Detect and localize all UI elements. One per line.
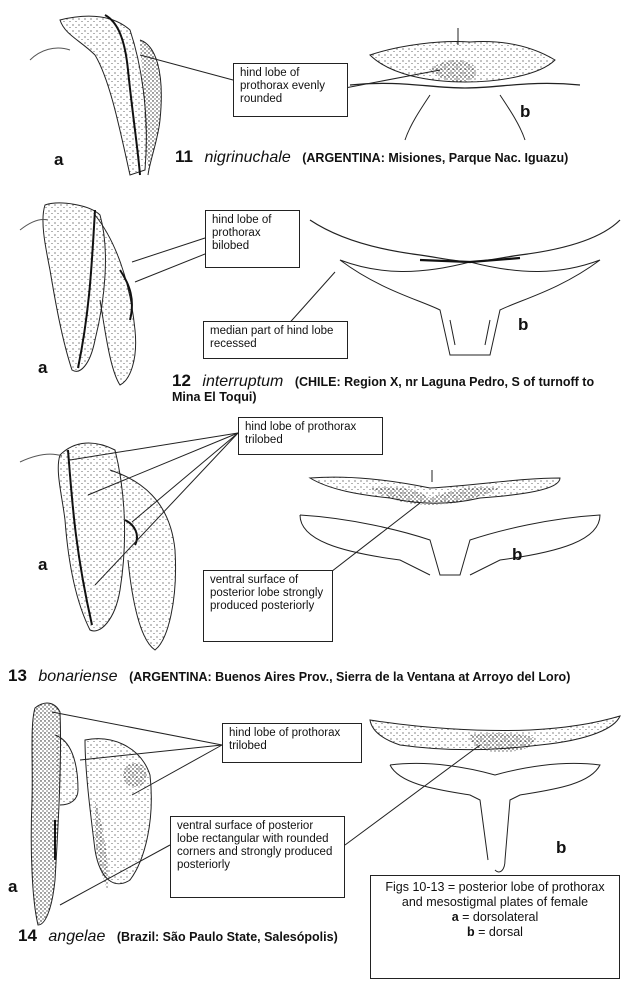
fig11-locality: (ARGENTINA: Misiones, Parque Nac. Iguazu…: [302, 151, 568, 165]
fig12-dorsal-drawing: [310, 220, 620, 355]
fig14-locality: (Brazil: São Paulo State, Salesópolis): [117, 930, 338, 944]
fig13-number: 13: [8, 666, 27, 685]
fig13-view-a-label: a: [38, 555, 47, 575]
fig14-caption: 14 angelae (Brazil: São Paulo State, Sal…: [18, 928, 338, 945]
fig13-dorsal-drawing: [300, 470, 600, 575]
fig11-callout-hind-lobe: hind lobe of prothorax evenly rounded: [233, 63, 348, 117]
fig14-dorsolateral-drawing: [31, 703, 151, 925]
legend-key-b: b = dorsal: [375, 925, 615, 940]
fig12-species-name: interruptum: [202, 373, 283, 390]
fig14-callout-ventral-surface: ventral surface of posterior lobe rectan…: [170, 816, 345, 898]
fig11-view-b-label: b: [520, 102, 530, 122]
fig12-view-a-label: a: [38, 358, 47, 378]
fig12-view-b-label: b: [518, 315, 528, 335]
fig11-dorsolateral-drawing: [30, 15, 161, 175]
fig12-callout-median-part: median part of hind lobe recessed: [203, 321, 348, 359]
legend-key-a: a = dorsolateral: [375, 910, 615, 925]
fig11-caption: 11 nigrinuchale (ARGENTINA: Misiones, Pa…: [175, 149, 595, 166]
fig14-view-a-label: a: [8, 877, 17, 897]
legend-description: Figs 10-13 = posterior lobe of prothorax…: [375, 880, 615, 910]
fig13-view-b-label: b: [512, 545, 522, 565]
fig11-view-a-label: a: [54, 150, 63, 170]
fig12-number: 12: [172, 371, 191, 390]
fig11-dorsal-drawing: [350, 28, 580, 140]
fig11-species-name: nigrinuchale: [204, 149, 290, 166]
figure-legend-box: Figs 10-13 = posterior lobe of prothorax…: [370, 875, 620, 979]
fig14-callout-hind-lobe: hind lobe of prothorax trilobed: [222, 723, 362, 763]
fig13-callout-hind-lobe: hind lobe of prothorax trilobed: [238, 417, 383, 455]
fig14-view-b-label: b: [556, 838, 566, 858]
fig14-number: 14: [18, 926, 37, 945]
fig13-dorsolateral-drawing: [20, 443, 176, 650]
fig13-locality: (ARGENTINA: Buenos Aires Prov., Sierra d…: [129, 670, 570, 684]
fig11-number: 11: [175, 147, 193, 166]
fig14-dorsal-drawing: [370, 716, 620, 872]
fig13-caption: 13 bonariense (ARGENTINA: Buenos Aires P…: [8, 668, 608, 685]
fig13-species-name: bonariense: [38, 668, 117, 685]
fig13-callout-ventral-surface: ventral surface of posterior lobe strong…: [203, 570, 333, 642]
fig12-caption: 12 interruptum (CHILE: Region X, nr Lagu…: [172, 373, 612, 405]
fig14-species-name: angelae: [48, 928, 105, 945]
fig12-callout-hind-lobe: hind lobe of prothorax bilobed: [205, 210, 300, 268]
